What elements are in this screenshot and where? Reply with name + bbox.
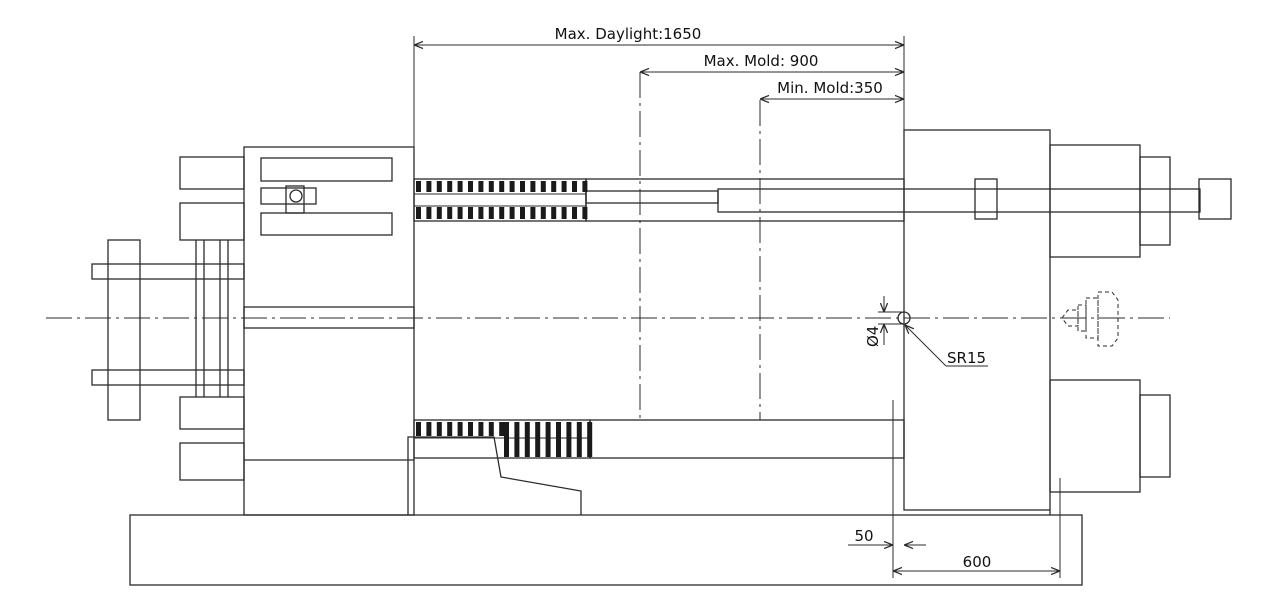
ejector-assembly xyxy=(91,239,245,421)
platen-support xyxy=(407,436,582,515)
thread-tooth xyxy=(535,422,541,457)
cylinder-block-top xyxy=(179,156,245,190)
thread-tooth xyxy=(426,422,432,436)
sphere-radius-label: SR15 xyxy=(947,349,986,367)
rear-platen xyxy=(243,146,415,516)
thread-tooth xyxy=(488,181,494,192)
fixed-platen xyxy=(903,129,1051,515)
thread-tooth xyxy=(436,207,442,219)
thread-tooth xyxy=(426,207,432,219)
thread-tooth xyxy=(561,207,567,219)
lower-thread-teeth xyxy=(416,422,593,457)
thread-tooth xyxy=(488,207,494,219)
min-mold-label: Min. Mold:350 xyxy=(777,79,883,97)
thread-tooth xyxy=(551,181,557,192)
thread-tooth xyxy=(447,422,453,436)
thread-tooth xyxy=(561,181,567,192)
clearance-label: 600 xyxy=(963,553,992,571)
thread-tooth xyxy=(426,181,432,192)
thread-tooth xyxy=(524,422,530,457)
thread-tooth xyxy=(468,181,473,192)
thread-tooth xyxy=(416,422,421,436)
thread-tooth xyxy=(514,422,520,457)
thread-tooth xyxy=(504,422,509,457)
thread-tooth xyxy=(576,422,582,457)
thread-tooth xyxy=(530,181,536,192)
thread-tooth xyxy=(457,207,463,219)
thread-tooth xyxy=(436,422,442,436)
thread-tooth xyxy=(436,181,442,192)
thread-tooth xyxy=(457,181,463,192)
thread-tooth xyxy=(416,207,421,219)
thread-tooth xyxy=(499,207,505,219)
thread-tooth xyxy=(572,181,577,192)
thread-tooth xyxy=(499,181,505,192)
thread-tooth xyxy=(520,181,525,192)
max-daylight-label: Max. Daylight:1650 xyxy=(555,25,702,43)
thread-tooth xyxy=(416,181,421,192)
thread-tooth xyxy=(468,207,473,219)
nozzle-diameter-label: Ø4 xyxy=(864,326,882,347)
thread-tooth xyxy=(478,207,484,219)
thread-tooth xyxy=(509,181,515,192)
injection-nozzle xyxy=(1061,291,1119,347)
machine-base xyxy=(129,514,1083,586)
thread-tooth xyxy=(551,207,557,219)
max-mold-label: Max. Mold: 900 xyxy=(704,52,819,70)
thread-tooth xyxy=(447,207,453,219)
upper-thread-teeth xyxy=(416,181,588,219)
thread-tooth xyxy=(447,181,453,192)
lower-tie-bar xyxy=(413,419,905,459)
thread-tooth xyxy=(488,422,494,436)
thread-tooth xyxy=(478,422,484,436)
cylinder-block-lower xyxy=(179,396,245,430)
thread-tooth xyxy=(509,207,515,219)
thread-tooth xyxy=(587,422,593,457)
thread-tooth xyxy=(499,422,505,436)
thread-tooth xyxy=(457,422,463,436)
thread-tooth xyxy=(530,207,536,219)
thread-tooth xyxy=(545,422,551,457)
cylinder-block-bottom xyxy=(179,442,245,481)
thread-tooth xyxy=(520,207,525,219)
cylinder-block-upper xyxy=(179,202,245,241)
thread-tooth xyxy=(540,181,546,192)
thread-tooth xyxy=(572,207,577,219)
offset-label: 50 xyxy=(854,527,873,545)
upper-tie-bar xyxy=(413,178,1232,222)
thread-tooth xyxy=(582,207,588,219)
thread-tooth xyxy=(468,422,473,436)
dimension-lines xyxy=(413,36,1061,578)
thread-tooth xyxy=(478,181,484,192)
thread-tooth xyxy=(556,422,561,457)
injection-cylinders xyxy=(1049,144,1171,493)
thread-tooth xyxy=(582,181,588,192)
thread-tooth xyxy=(540,207,546,219)
thread-tooth xyxy=(566,422,572,457)
